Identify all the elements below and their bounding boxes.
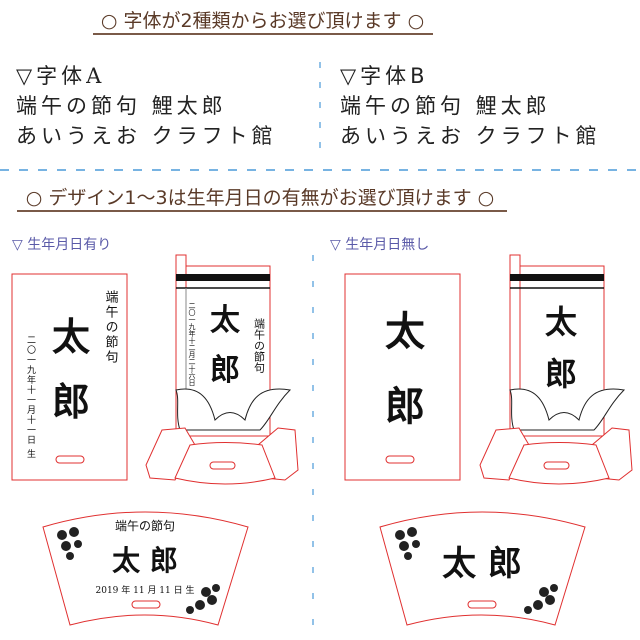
banner-name-1-right: 太 bbox=[545, 303, 577, 341]
banner-name-1: 太 bbox=[210, 303, 241, 338]
fan-date: 2019 年 11 月 11 日 生 bbox=[96, 584, 195, 596]
banner-occasion: 端午の節句 bbox=[253, 318, 266, 374]
section1-underline bbox=[93, 33, 433, 35]
date-vertical-banner: 二〇一九年十二月二十六日 bbox=[188, 302, 196, 387]
banner-name-2-right: 郎 bbox=[545, 355, 577, 393]
font-b-line1: 端午の節句 鯉太郎 bbox=[340, 94, 551, 118]
section2-underline bbox=[17, 210, 507, 212]
card-plate-without-birthday: 太 郎 bbox=[344, 273, 461, 481]
banner-plate-with-birthday: 二〇一九年十二月二十六日 太 郎 端午の節句 bbox=[145, 254, 299, 485]
fan-name: 太 郎 bbox=[112, 544, 178, 577]
banner-plate-without-birthday: 太 郎 bbox=[479, 254, 633, 485]
fan-name-right: 太 郎 bbox=[442, 544, 522, 584]
font-a-line2: あいうえお クラフト館 bbox=[16, 124, 277, 148]
font-b-heading: ▽字体B bbox=[340, 64, 429, 88]
font-b-line2: あいうえお クラフト館 bbox=[340, 124, 601, 148]
fan-plate-without-birthday: 太 郎 bbox=[379, 511, 586, 626]
card-plate-with-birthday: 端午の節句 太 郎 二〇一九年十一月十一日 生 bbox=[11, 273, 128, 481]
with-birthday-label: ▽ 生年月日有り bbox=[12, 237, 112, 253]
name-char-2: 郎 bbox=[52, 379, 90, 424]
font-a-line1: 端午の節句 鯉太郎 bbox=[16, 94, 227, 118]
banner-name-2: 郎 bbox=[210, 353, 240, 388]
name-char-1-right: 太 bbox=[385, 308, 425, 355]
section1-title: ○ 字体が2種類からお選び頂けます ○ bbox=[100, 10, 425, 32]
fan-plate-with-birthday: 端午の節句 太 郎 2019 年 11 月 11 日 生 bbox=[42, 511, 249, 626]
section2-title: ○ デザイン1〜3は生年月日の有無がお選び頂けます ○ bbox=[25, 187, 495, 209]
occasion-vertical: 端午の節句 bbox=[103, 290, 119, 365]
name-char-2-right: 郎 bbox=[385, 383, 425, 430]
name-char-1: 太 bbox=[52, 314, 90, 359]
font-a-heading: ▽字体A bbox=[16, 64, 106, 88]
fan-occasion: 端午の節句 bbox=[115, 518, 175, 533]
date-vertical: 二〇一九年十一月十一日 生 bbox=[25, 335, 36, 459]
without-birthday-label: ▽ 生年月日無し bbox=[330, 237, 430, 253]
